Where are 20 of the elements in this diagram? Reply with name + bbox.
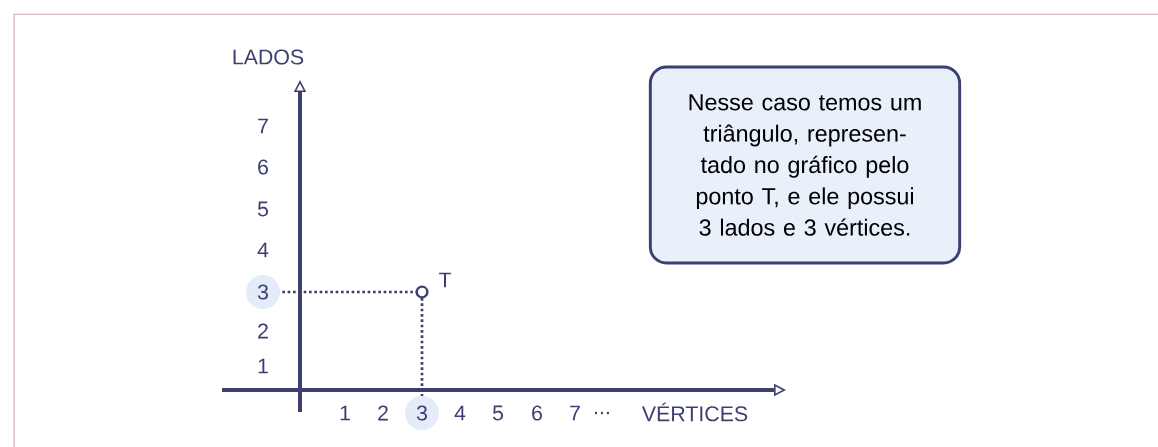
tick-label: 1 <box>258 358 268 374</box>
point-label: T <box>438 272 452 288</box>
tick-label: 7 <box>570 405 580 421</box>
point-marker <box>415 285 429 299</box>
axis-title: VÉRTICES <box>641 402 748 422</box>
ellipsis: ... <box>595 411 609 415</box>
callout-box: Nesse caso temos um triângulo, represen- tado no gráfico pelo ponto T, e ele possui 3 lados e 3 vértices. <box>648 65 962 265</box>
tick-label: 6 <box>258 159 268 175</box>
tick-label: 2 <box>378 405 388 421</box>
highlighted-tick-label: 3 <box>246 275 280 309</box>
tick-label: 5 <box>257 201 269 217</box>
tick-label: 2 <box>258 323 268 339</box>
tick-label: 7 <box>258 118 268 134</box>
highlighted-tick-label: 3 <box>405 396 439 430</box>
axis-title: LADOS <box>233 49 304 65</box>
tick-label: 5 <box>492 405 504 421</box>
tick-label: 4 <box>454 405 466 421</box>
tick-label: 1 <box>340 405 350 421</box>
tick-label: 4 <box>257 242 269 258</box>
tick-label: 6 <box>532 405 542 421</box>
